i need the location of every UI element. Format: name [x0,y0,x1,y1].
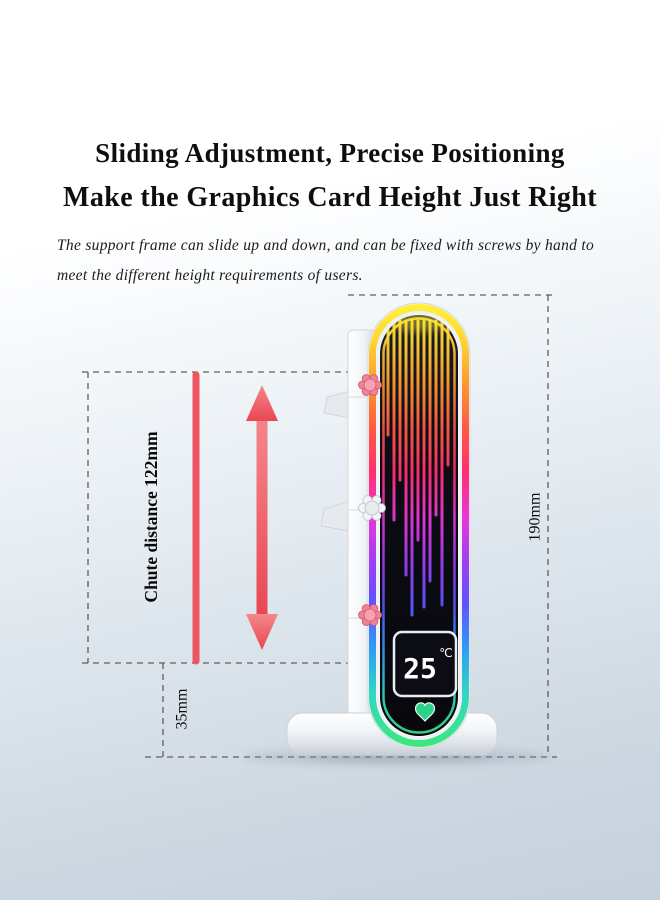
thumbscrew-icon-bottom [358,604,382,626]
measurement-annotations: Chute distance 122mm 35mm 190mm [141,371,544,729]
lcd-temperature-unit: ℃ [439,646,452,660]
thumbscrew-icon-top [358,374,382,396]
description-line-1: The support frame can slide up and down,… [57,237,595,255]
heart-icon [414,702,436,722]
inner-glow-ring [382,317,456,734]
product-scene: 25 ℃ [0,285,660,900]
thumbscrew-icon-middle [358,495,386,521]
up-down-arrow-icon [246,385,278,650]
total-height-label: 190mm [527,492,544,541]
gpu-support-arm-bottom [320,500,351,532]
chute-distance-label: Chute distance 122mm [141,431,161,603]
title-line-1: Sliding Adjustment, Precise Positioning [95,138,565,168]
temperature-display: 25 ℃ [392,630,458,698]
description-line-2: meet the different height requirements o… [57,267,363,285]
inner-white-ring [376,311,462,740]
lcd-frame [392,630,458,698]
gpu-stand-tower: 25 ℃ [367,302,471,749]
header: Sliding Adjustment, Precise Positioning … [0,0,660,296]
rgb-ring [369,304,469,747]
title-line-2: Make the Graphics Card Height Just Right [63,182,597,214]
lcd-temperature-value: 25 [403,652,437,685]
gpu-support-arm-top [323,390,351,419]
base-height-label: 35mm [174,688,191,729]
